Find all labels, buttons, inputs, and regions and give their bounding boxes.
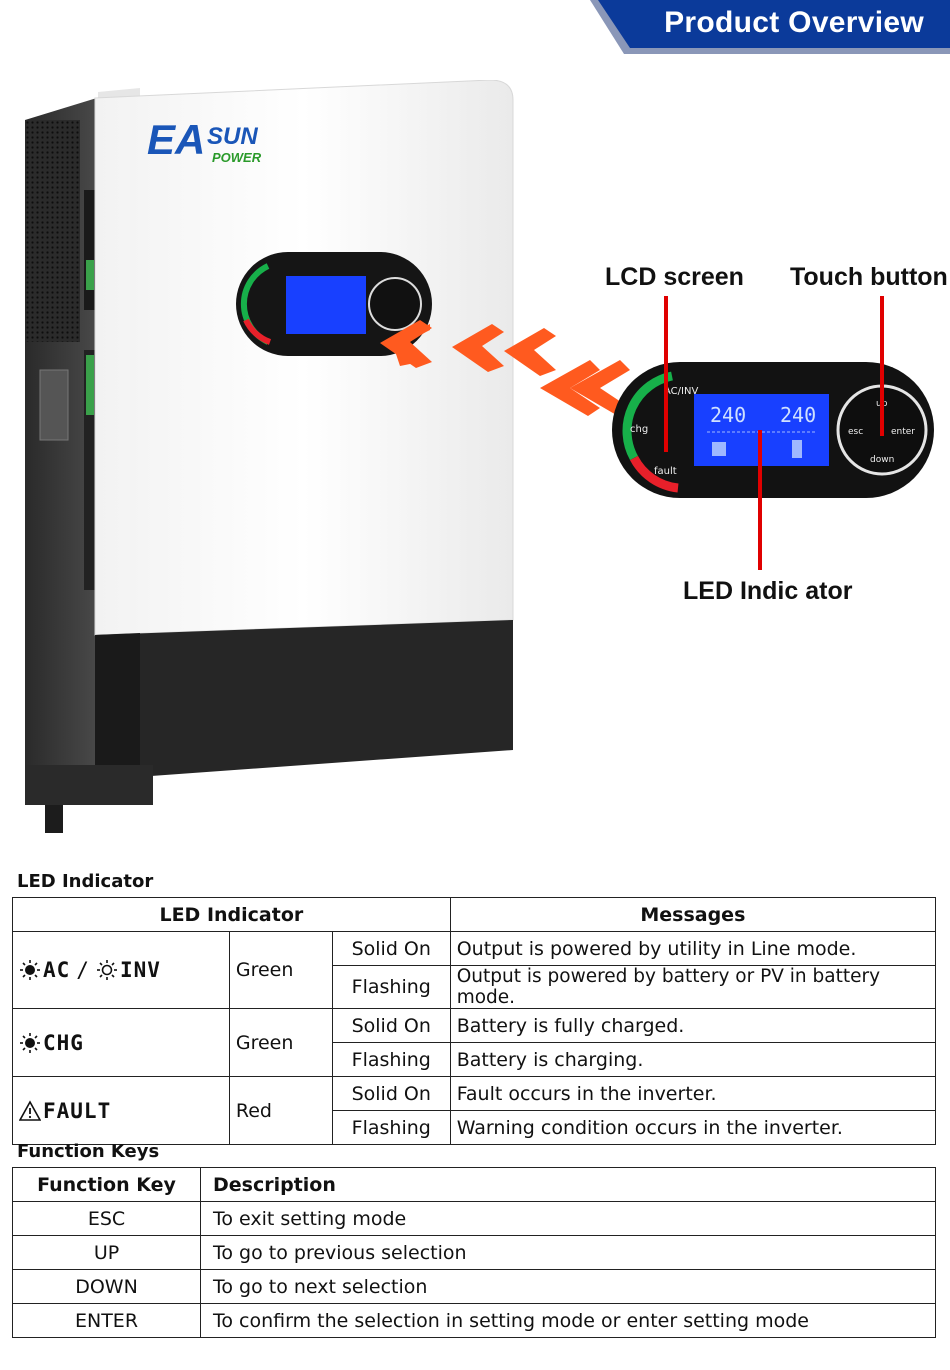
function-key-cell: ESC <box>12 1201 201 1236</box>
led-state-cell: Flashing <box>331 1110 451 1145</box>
sun-icon <box>20 1032 40 1053</box>
led-color-cell: Red <box>228 1076 333 1145</box>
table-header-row: LED Indicator Messages <box>12 897 937 932</box>
led-state-cell: Solid On <box>331 931 451 966</box>
led-indicator-header: LED Indicator <box>12 897 451 932</box>
led-name-cell: FAULT <box>12 1076 230 1145</box>
lcd-input-value: 240 <box>710 403 746 427</box>
led-indicator-callout: LED Indic ator <box>683 577 853 605</box>
header-banner-shape <box>590 0 950 54</box>
led-state-cell: Flashing <box>331 1042 451 1077</box>
table-header-row: Function Key Description <box>12 1167 936 1202</box>
lcd-screen-callout: LCD screen <box>605 263 744 291</box>
table-row: Flashing Warning condition occurs in the… <box>13 1110 937 1145</box>
led-state-cell: Flashing <box>331 965 451 1009</box>
keys-section-title: Function Keys <box>17 1141 160 1162</box>
description-header: Description <box>200 1167 936 1202</box>
table-row: DOWN To go to next selection <box>12 1269 936 1304</box>
description-cell: To exit setting mode <box>200 1201 936 1236</box>
table-row: UP To go to previous selection <box>12 1235 936 1270</box>
led-indicator-table: LED Indicator Messages AC / INV Green So… <box>12 897 937 1145</box>
led-section-title: LED Indicator <box>17 871 154 892</box>
led-message-cell: Fault occurs in the inverter. <box>449 1076 937 1111</box>
zoom-arrow <box>540 360 630 416</box>
led-chg-name: CHG <box>43 1030 84 1055</box>
function-keys-table: Function Key Description ESC To exit set… <box>12 1167 936 1338</box>
key-down-label[interactable]: down <box>870 455 894 465</box>
table-row: Flashing Output is powered by battery or… <box>13 965 937 1009</box>
svg-text:SUN: SUN <box>207 123 258 150</box>
touch-button-callout: Touch button <box>790 263 948 291</box>
brand-logo: EA <box>147 116 205 163</box>
led-fault-name: FAULT <box>43 1098 112 1123</box>
led-state-cell: Solid On <box>331 1008 451 1043</box>
led-message-cell: Battery is fully charged. <box>449 1008 937 1043</box>
lcd-callout-line <box>664 296 668 452</box>
description-cell: To confirm the selection in setting mode… <box>200 1303 936 1338</box>
messages-header: Messages <box>449 897 937 932</box>
header-banner: Product Overview <box>590 0 950 54</box>
table-row: ESC To exit setting mode <box>12 1201 936 1236</box>
table-row: Flashing Battery is charging. <box>13 1042 937 1077</box>
key-esc-label[interactable]: esc <box>848 427 863 437</box>
table-row: CHG Green Solid On Battery is fully char… <box>12 1008 937 1077</box>
lcd-output-value: 240 <box>780 403 816 427</box>
description-cell: To go to previous selection <box>200 1235 936 1270</box>
touch-callout-line <box>880 296 884 436</box>
led-separator: / <box>76 958 90 982</box>
led-state-cell: Solid On <box>331 1076 451 1111</box>
led-ac-name: AC <box>43 958 71 982</box>
control-panel-zoom: AC/INV chg fault 240 240 up esc enter do… <box>612 362 934 498</box>
description-cell: To go to next selection <box>200 1269 936 1304</box>
function-key-cell: UP <box>12 1235 201 1270</box>
led-name-cell: CHG <box>12 1008 230 1077</box>
led-message-cell: Output is powered by utility in Line mod… <box>449 931 937 966</box>
inverter-illustration: EA SUN POWER <box>25 80 556 833</box>
led-callout-line <box>758 430 762 570</box>
key-enter-label[interactable]: enter <box>891 427 915 437</box>
sun-icon <box>20 960 40 980</box>
led-ac-inv-label: AC/INV <box>664 386 698 397</box>
led-message-cell: Warning condition occurs in the inverter… <box>449 1110 937 1145</box>
function-key-header: Function Key <box>12 1167 201 1202</box>
led-color-cell: Green <box>228 1008 333 1077</box>
led-fault-label: fault <box>654 466 677 477</box>
table-row: AC / INV Green Solid On Output is powere… <box>12 931 937 1009</box>
led-message-cell: Battery is charging. <box>449 1042 937 1077</box>
function-key-cell: ENTER <box>12 1303 201 1338</box>
function-key-cell: DOWN <box>12 1269 201 1304</box>
led-chg-label: chg <box>630 424 648 435</box>
led-message-cell: Output is powered by battery or PV in ba… <box>449 965 937 1009</box>
page-title: Product Overview <box>664 6 924 39</box>
led-color-cell: Green <box>228 931 333 1009</box>
table-row: FAULT Red Solid On Fault occurs in the i… <box>12 1076 937 1145</box>
warning-icon <box>19 1099 41 1121</box>
sun-outline-icon <box>96 960 117 980</box>
led-inv-name: INV <box>119 958 161 982</box>
table-row: ENTER To confirm the selection in settin… <box>12 1303 936 1338</box>
svg-text:POWER: POWER <box>212 150 262 165</box>
led-name-cell: AC / INV <box>12 931 230 1009</box>
